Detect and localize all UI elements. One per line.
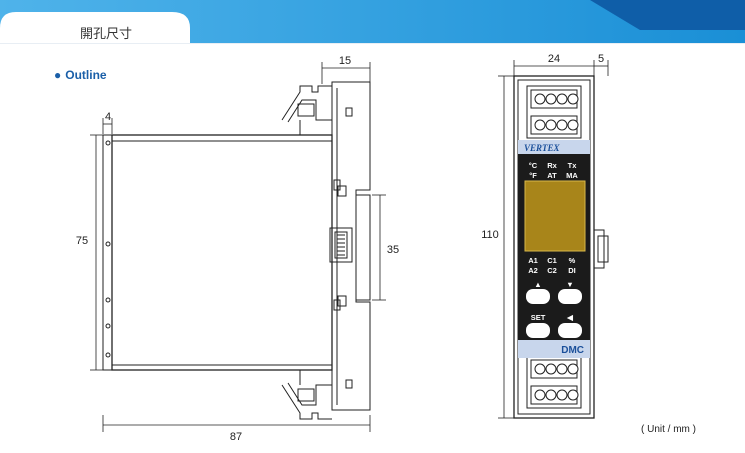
set-key-label: SET bbox=[531, 313, 546, 322]
header-bar bbox=[0, 0, 745, 44]
indicator-label: C2 bbox=[547, 266, 557, 275]
side-view bbox=[102, 81, 371, 420]
dimension-labels: 15 4 75 35 87 24 5 110 bbox=[76, 53, 604, 443]
indicator-label: AT bbox=[547, 171, 557, 180]
indicator-label: °F bbox=[529, 171, 537, 180]
dim-height-side: 75 bbox=[76, 235, 88, 247]
indicator-label: Tx bbox=[568, 161, 578, 170]
key-symbols: ▲ ▼ SET ◀ bbox=[531, 280, 574, 322]
indicator-label: % bbox=[569, 256, 576, 265]
dim-width: 24 bbox=[548, 53, 560, 65]
section-title: ●Outline bbox=[54, 68, 107, 82]
model-label: DMC bbox=[561, 345, 584, 356]
lcd-display bbox=[524, 180, 586, 252]
brand-logo: VERTEX bbox=[524, 143, 561, 153]
left-arrow-icon: ◀ bbox=[566, 313, 574, 322]
indicator-label: A1 bbox=[528, 256, 538, 265]
indicator-label: Rx bbox=[547, 161, 557, 170]
left-key[interactable] bbox=[558, 323, 582, 338]
dim-height-front: 110 bbox=[481, 229, 499, 241]
indicator-label: DI bbox=[568, 266, 576, 275]
dim-offset: 4 bbox=[105, 111, 111, 123]
down-arrow-icon: ▼ bbox=[566, 280, 573, 289]
indicator-label: A2 bbox=[528, 266, 538, 275]
up-arrow-icon: ▲ bbox=[534, 280, 541, 289]
front-panel bbox=[518, 140, 590, 358]
down-key[interactable] bbox=[558, 289, 582, 304]
up-key[interactable] bbox=[526, 289, 550, 304]
dim-rail: 35 bbox=[387, 244, 399, 256]
unit-note: ( Unit / mm ) bbox=[641, 424, 696, 435]
indicator-label: C1 bbox=[547, 256, 557, 265]
indicator-label: MA bbox=[566, 171, 578, 180]
dim-top-clip: 15 bbox=[339, 55, 351, 67]
tab-title[interactable]: 開孔尺寸 bbox=[80, 26, 133, 41]
dim-depth: 87 bbox=[230, 431, 242, 443]
indicator-labels: °C Rx Tx °F AT MA A1 C1 % A2 C2 DI bbox=[528, 161, 578, 275]
dim-extra: 5 bbox=[598, 53, 604, 65]
front-dim-lines bbox=[498, 60, 609, 419]
indicator-label: °C bbox=[529, 161, 538, 170]
top-terminal-screws bbox=[534, 93, 579, 401]
set-key[interactable] bbox=[526, 323, 550, 338]
bullet-icon: ● bbox=[54, 68, 62, 82]
side-dim-lines bbox=[90, 62, 386, 432]
